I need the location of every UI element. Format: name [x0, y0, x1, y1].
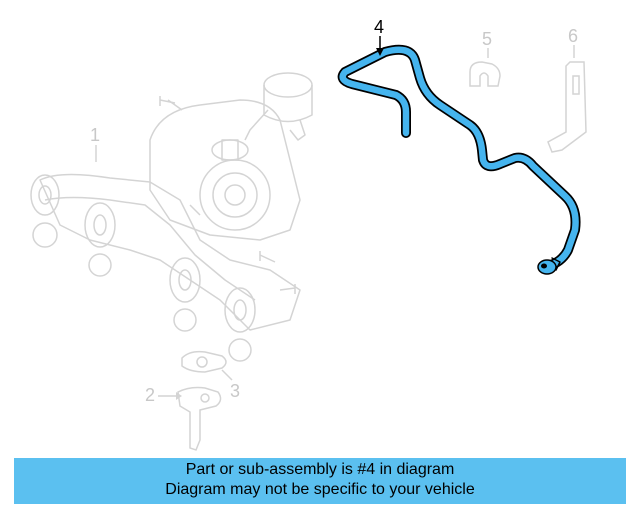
clamp-part-5 — [469, 61, 501, 87]
callout-5: 5 — [482, 29, 493, 49]
callout-4: 4 — [374, 17, 385, 37]
info-banner: Part or sub-assembly is #4 in diagram Di… — [14, 458, 626, 504]
gasket-part-3 — [181, 350, 227, 373]
callout-3: 3 — [230, 381, 241, 401]
flange-part-2 — [177, 386, 222, 451]
turbo-manifold-assembly — [30, 72, 313, 362]
bracket-part-6 — [547, 61, 587, 153]
callout-6: 6 — [568, 26, 579, 46]
banner-line-part: Part or sub-assembly is #4 in diagram — [185, 461, 455, 478]
callout-1: 1 — [90, 125, 101, 145]
oil-line-part-4[interactable] — [337, 44, 581, 275]
callout-2: 2 — [145, 385, 156, 405]
banner-line-disclaimer: Diagram may not be specific to your vehi… — [165, 481, 475, 498]
